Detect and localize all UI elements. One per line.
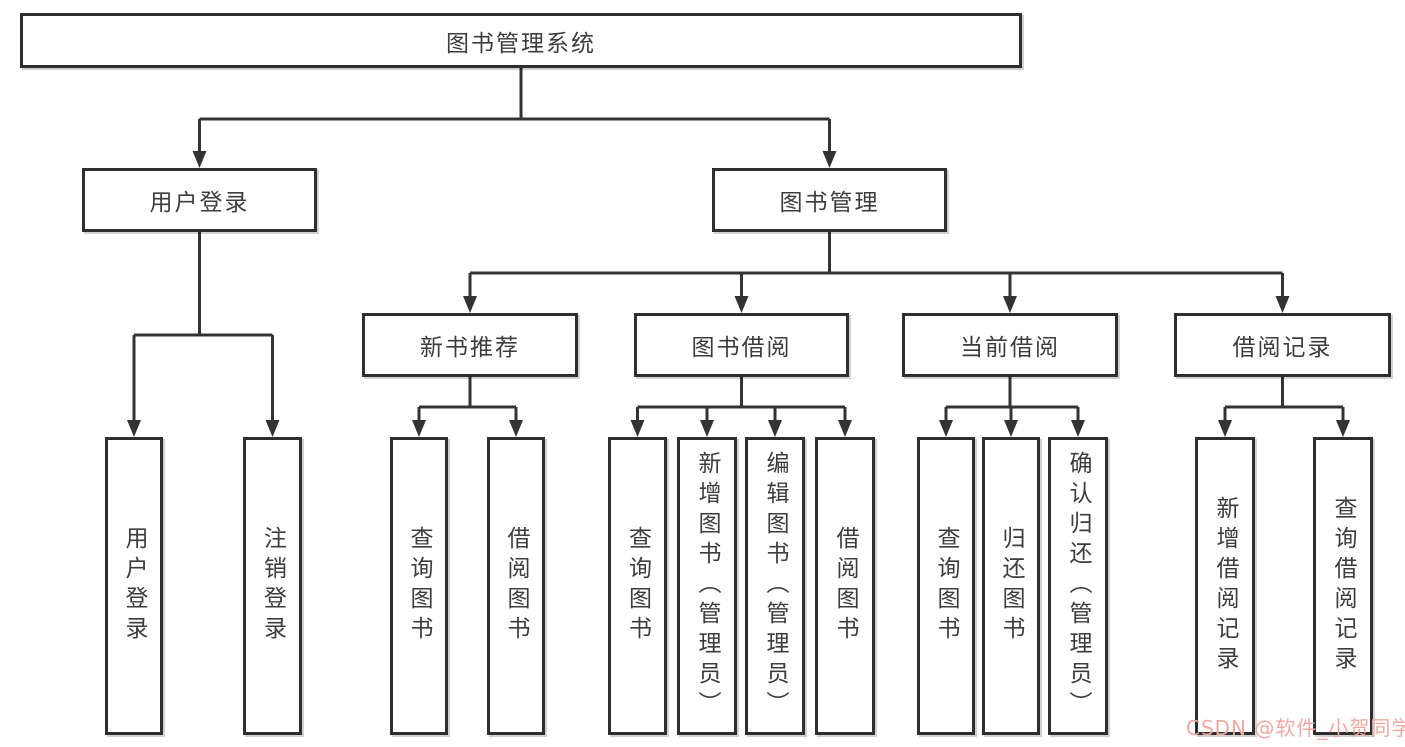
branch-2 xyxy=(463,232,1290,313)
leaf-logout: 注销登录 xyxy=(243,437,302,735)
branch-4 xyxy=(630,377,852,437)
node-current-borrow: 当前借阅 xyxy=(902,313,1118,377)
leaf-user-login: 用户登录 xyxy=(105,437,163,735)
node-root-library-system: 图书管理系统 xyxy=(20,13,1022,68)
branch-0 xyxy=(192,68,837,168)
leaf-add-borrow-record: 新增借阅记录 xyxy=(1195,437,1255,735)
leaf-borrow-books: 借阅图书 xyxy=(815,437,875,735)
leaf-edit-book-admin: 编辑图书（管理员） xyxy=(745,437,805,735)
branch-3 xyxy=(412,377,523,437)
branch-6 xyxy=(1218,377,1350,437)
node-book-borrow: 图书借阅 xyxy=(634,313,849,377)
csdn-watermark: CSDN @软件_小贺同学 xyxy=(1186,716,1405,740)
leaf-query-borrow-record: 查询借阅记录 xyxy=(1313,437,1373,735)
node-new-book-recommend: 新书推荐 xyxy=(362,313,578,377)
leaf-return-books: 归还图书 xyxy=(982,437,1040,735)
node-user-login: 用户登录 xyxy=(82,168,317,232)
leaf-borrow-books-recommend: 借阅图书 xyxy=(487,437,545,735)
branch-5 xyxy=(939,377,1085,437)
leaf-query-books-recommend: 查询图书 xyxy=(390,437,448,735)
leaf-confirm-return-admin: 确认归还（管理员） xyxy=(1048,437,1108,735)
leaf-add-book-admin: 新增图书（管理员） xyxy=(677,437,737,735)
leaf-query-books-borrow: 查询图书 xyxy=(608,437,667,735)
branch-1 xyxy=(127,232,280,437)
node-book-management: 图书管理 xyxy=(712,168,947,232)
leaf-query-books-current: 查询图书 xyxy=(917,437,975,735)
node-borrow-records: 借阅记录 xyxy=(1174,313,1391,377)
